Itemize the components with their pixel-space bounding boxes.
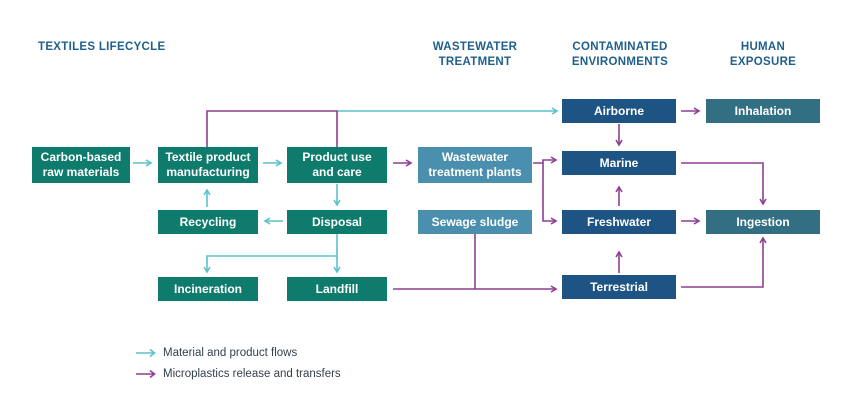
legend-material-flows-label: Material and product flows xyxy=(163,347,298,359)
release-sludge-to-terrestrial xyxy=(474,234,558,293)
node-marine: Marine xyxy=(562,151,676,175)
node-landfill: Landfill xyxy=(287,277,387,301)
node-inhalation: Inhalation xyxy=(706,99,820,123)
release-terrestrial-to-ingestion xyxy=(681,236,767,288)
legend-microplastics: Microplastics release and transfers xyxy=(135,366,341,382)
node-airborne: Airborne xyxy=(562,99,676,123)
node-raw-materials: Carbon-based raw materials xyxy=(32,147,130,183)
header-textiles-lifecycle: TEXTILES LIFECYCLE xyxy=(38,41,166,53)
node-terrestrial: Terrestrial xyxy=(562,275,676,299)
flow-disposal-to-landfill-incineration xyxy=(203,234,338,274)
legend-microplastics-label: Microplastics release and transfers xyxy=(163,368,341,380)
node-recycling: Recycling xyxy=(158,210,258,234)
legend-material-flows: Material and product flows xyxy=(135,345,297,361)
header-wastewater-treatment: WASTEWATER TREATMENT xyxy=(432,41,518,68)
node-wwtp: Wastewater treatment plants xyxy=(418,147,532,183)
header-human-exposure: HUMAN EXPOSURE xyxy=(729,41,797,68)
node-sewage-sludge: Sewage sludge xyxy=(418,210,532,234)
node-incineration: Incineration xyxy=(158,277,258,301)
header-contaminated-environments: CONTAMINATED ENVIRONMENTS xyxy=(571,41,669,68)
release-wwtp-to-marine xyxy=(533,156,558,164)
node-freshwater: Freshwater xyxy=(562,210,676,234)
release-marine-to-ingestion xyxy=(681,162,767,206)
node-manufacturing: Textile product manufacturing xyxy=(158,147,258,183)
release-wwtp-to-freshwater xyxy=(542,163,558,225)
release-manufacturing-use-loop xyxy=(206,110,338,147)
teal-arrow-icon xyxy=(136,348,156,358)
node-ingestion: Ingestion xyxy=(706,210,820,234)
node-use-care: Product use and care xyxy=(287,147,387,183)
node-disposal: Disposal xyxy=(287,210,387,234)
purple-arrow-icon xyxy=(136,369,156,379)
